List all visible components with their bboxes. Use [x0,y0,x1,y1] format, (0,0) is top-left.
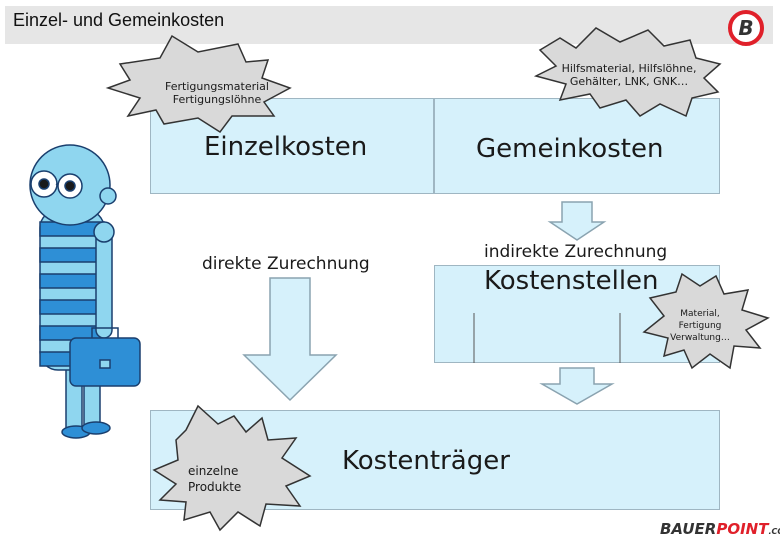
brand-part: POINT [716,520,769,538]
callout-text: Gehälter, LNK, GNK… [569,75,689,88]
callout-text: Verwaltung… [670,333,730,343]
direkte-zurechnung-label: direkte Zurechnung [202,254,370,274]
callout-material: Material, Fertigung Verwaltung… [662,308,738,344]
callout-text: Material, [680,309,720,319]
callout-text: Fertigung [678,321,722,331]
einzelkosten-label: Einzelkosten [204,132,368,162]
svg-text:B: B [738,16,753,40]
brand-part: .COM [768,527,780,536]
callout-text: Hilfsmaterial, Hilfslöhne, [561,62,697,75]
callout-text: Fertigungslöhne [172,93,262,106]
callout-text: Produkte [188,480,242,494]
callout-burst [533,27,722,118]
callout-hilfs: Hilfsmaterial, Hilfslöhne, Gehälter, LNK… [548,62,710,88]
callout-fertigung: Fertigungsmaterial Fertigungslöhne [150,80,284,106]
brand-part: BAUER [660,520,717,538]
kostenstellen-label: Kostenstellen [484,266,659,296]
callout-text: Fertigungsmaterial [165,80,269,93]
callout-text: einzelne [188,464,239,478]
gemeinkosten-label: Gemeinkosten [476,134,664,164]
kostentraeger-label: Kostenträger [342,446,510,476]
callout-burst [152,404,312,532]
arrow-down-icon [539,367,615,405]
callout-burst [105,34,292,134]
arrow-down-icon [242,277,338,402]
logo-icon: B [728,10,764,46]
bauerpoint-logo: B [726,8,766,48]
callout-burst [642,272,770,370]
cartoon-figure [29,144,141,439]
indirekte-zurechnung-label: indirekte Zurechnung [484,242,668,262]
callout-einzelne: einzelne Produkte [188,463,258,495]
slide-title: Einzel- und Gemeinkosten [13,10,225,30]
brand-wordmark: BAUERPOINT.COM [660,520,780,538]
gemeinkosten-box [434,98,720,194]
arrow-down-icon [547,201,607,241]
